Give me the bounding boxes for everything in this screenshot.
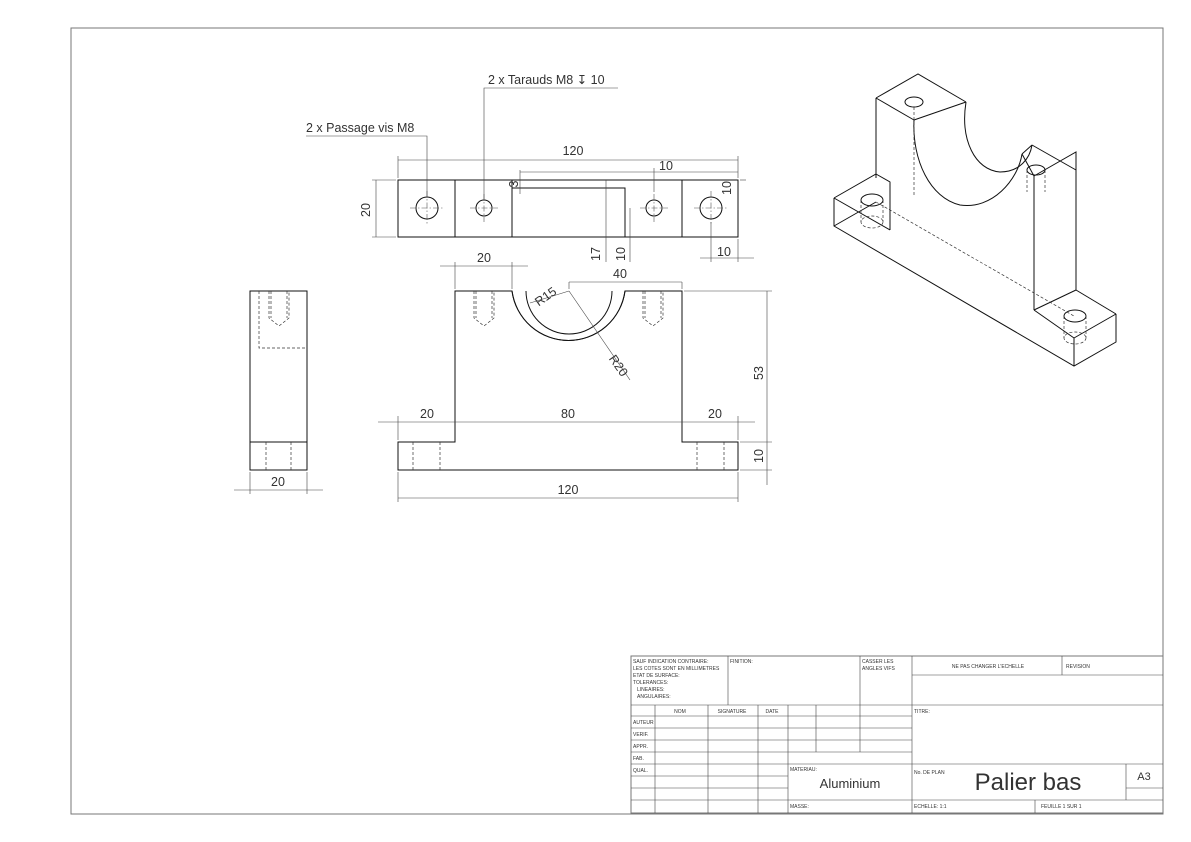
dim-top-overall: 120 <box>563 144 584 158</box>
dim-front-middle: 80 <box>561 407 575 421</box>
iso-tapped-hole-right-icon <box>1026 164 1046 176</box>
tb-row-author: AUTEUR <box>633 720 654 726</box>
iso-tapped-hole-left-icon <box>904 96 924 108</box>
tb-part-name: Palier bas <box>975 769 1082 796</box>
tb-mass-label: MASSE: <box>790 804 809 810</box>
dim-top-groove-depth: 3 <box>507 180 521 187</box>
dim-front-left-foot: 20 <box>420 407 434 421</box>
title-block: SAUF INDICATION CONTRAIRE: LES COTES SON… <box>630 655 1164 814</box>
tb-col-name: NOM <box>674 709 686 715</box>
dim-top-height: 20 <box>359 203 373 217</box>
top-view: 120 10 10 20 3 17 10 10 2 x Tarauds M8 ↧… <box>306 73 754 262</box>
front-view: 20 40 R15 R20 53 10 20 80 20 120 <box>378 251 772 502</box>
dim-side-width: 20 <box>271 475 285 489</box>
isometric-view <box>833 73 1117 367</box>
tb-break-edges-2: ANGLES VIFS <box>862 666 895 672</box>
tb-row-qual: QUAL. <box>633 768 648 774</box>
tb-finish-label: FINITION: <box>730 659 753 665</box>
side-view: 20 <box>234 290 323 494</box>
tb-no-scale: NE PAS CHANGER L'ECHELLE <box>952 664 1025 670</box>
tb-sheet-number: FEUILLE 1 SUR 1 <box>1041 804 1082 810</box>
tapped-hole-right-icon <box>640 194 668 222</box>
dim-top-bottom-offset: 10 <box>717 245 731 259</box>
note-through-holes: 2 x Passage vis M8 <box>306 121 414 135</box>
front-tapped-hole-left-icon <box>473 291 495 327</box>
tb-col-date: DATE <box>766 709 780 715</box>
dim-front-left-width: 20 <box>477 251 491 265</box>
through-hole-right-icon <box>694 191 728 225</box>
tb-revision: REVISION <box>1066 664 1090 670</box>
dim-top-hole-offset: 10 <box>659 159 673 173</box>
tb-general-note-4: TOLERANCES: <box>633 680 668 686</box>
tb-row-appr: APPR. <box>633 744 648 750</box>
tb-row-verif: VERIF. <box>633 732 649 738</box>
drawing-border <box>70 27 1164 815</box>
dim-top-edge-right: 10 <box>720 181 734 195</box>
tb-general-note-6: ANGULAIRES: <box>637 694 671 700</box>
tb-sheet-size: A3 <box>1137 771 1150 783</box>
dim-front-height: 53 <box>752 366 766 380</box>
dim-top-groove-10: 10 <box>614 247 628 261</box>
tb-break-edges-1: CASSER LES <box>862 659 894 665</box>
tb-row-fab: FAB. <box>633 756 644 762</box>
tb-drawing-no-label: No. DE PLAN <box>914 770 945 776</box>
dim-front-right-foot: 20 <box>708 407 722 421</box>
tb-col-signature: SIGNATURE <box>718 709 747 715</box>
tb-scale: ECHELLE: 1:1 <box>914 804 947 810</box>
tb-general-note-5: LINEAIRES: <box>637 687 665 693</box>
dim-front-r15: R15 <box>532 284 559 309</box>
tb-material: Aluminium <box>820 776 881 791</box>
dim-top-groove-17: 17 <box>589 247 603 261</box>
tb-general-note-3: ETAT DE SURFACE: <box>633 673 680 679</box>
tb-material-label: MATERIAU: <box>790 767 817 773</box>
note-tapped-holes: 2 x Tarauds M8 ↧ 10 <box>488 73 605 87</box>
tb-title-label: TITRE: <box>914 709 930 715</box>
tb-general-note-2: LES COTES SONT EN MILLIMETRES <box>633 666 720 672</box>
dim-front-bore: 40 <box>613 267 627 281</box>
tb-general-note-1: SAUF INDICATION CONTRAIRE: <box>633 659 708 665</box>
front-tapped-hole-right-icon <box>642 291 664 327</box>
dim-front-overall: 120 <box>558 483 579 497</box>
dim-front-base-height: 10 <box>752 449 766 463</box>
